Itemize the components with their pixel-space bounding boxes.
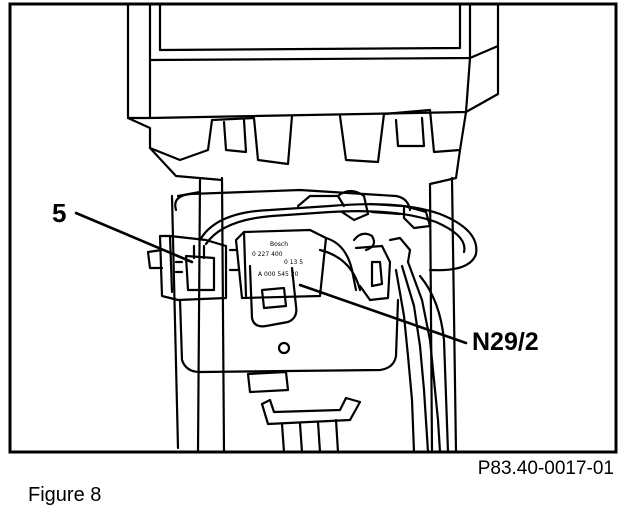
wiring-harness [198, 189, 478, 454]
figure-border [8, 2, 618, 454]
module-code-mark: 0 227 400 [252, 251, 283, 258]
mounting-plate [174, 188, 412, 374]
connector-5 [146, 234, 228, 302]
callout-label-n29-2: N29/2 [472, 328, 539, 356]
leader-line-5 [74, 211, 194, 264]
module-code-mark-2: 0 13 5 [284, 259, 303, 266]
module-brand-mark: Bosch [270, 241, 288, 248]
figure-caption: Figure 8 [28, 484, 102, 506]
upper-housing [126, 4, 500, 186]
lower-bracket [246, 370, 362, 454]
callout-label-5: 5 [52, 198, 67, 228]
reference-code: P83.40-0017-01 [477, 458, 614, 479]
leader-line-n29-2 [298, 283, 468, 345]
module-code-mark-3: A 000 545 20 [258, 271, 299, 278]
